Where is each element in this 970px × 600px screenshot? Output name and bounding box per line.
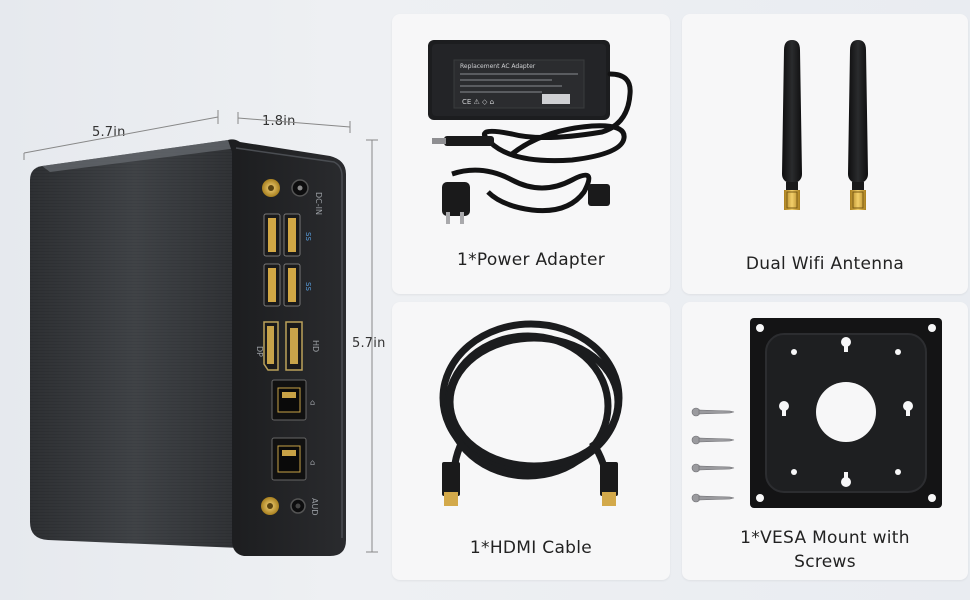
c13-connector (588, 184, 610, 206)
hdmi-cable-image (439, 320, 623, 506)
adapter-barcode (542, 94, 570, 104)
antenna-right (848, 40, 868, 210)
usb-ports-upper (263, 213, 301, 257)
vesa-center-hole (816, 382, 876, 442)
dc-plug (444, 136, 494, 146)
aud-label: AUD (310, 498, 319, 516)
usb-ss-mark-2: SS (304, 282, 312, 291)
hdmi-cable-label: 1*HDMI Cable (469, 538, 593, 558)
hd-label: HD (311, 340, 320, 352)
vesa-mount-card: 1*VESA Mount with Screws (682, 302, 968, 580)
screws (691, 407, 735, 503)
adapter-cert-marks: CE ⚠ ◇ ⌂ (462, 98, 494, 106)
screw-2 (691, 435, 735, 445)
hdmi-connector-left (442, 462, 460, 506)
dc-in-label: DC-IN (314, 192, 323, 215)
screw-4 (691, 493, 735, 503)
hdmi-connector-right (600, 462, 618, 506)
power-adapter-card: Replacement AC Adapter CE ⚠ ◇ ⌂ 1*Power … (392, 14, 670, 294)
usb-ss-mark-1: SS (304, 232, 312, 241)
vesa-plate (750, 318, 942, 508)
lan-icon-2: ⌂ (310, 458, 315, 467)
lan-port-1 (271, 379, 307, 421)
adapter-sticker-title: Replacement AC Adapter (460, 63, 536, 70)
ac-plug (442, 182, 470, 224)
displayport (263, 321, 279, 371)
wifi-antenna-card: Dual Wifi Antenna (682, 14, 968, 294)
hdmi-cable-coil (439, 320, 623, 480)
screw-3 (691, 463, 735, 473)
hdmi-cable-card: 1*HDMI Cable (392, 302, 670, 580)
antenna-left (782, 40, 802, 210)
vesa-mount-image (691, 318, 942, 508)
vesa-mount-label-line2: Screws (794, 552, 856, 572)
hdmi-port (285, 321, 303, 371)
wifi-antenna-image (782, 40, 868, 210)
mini-pc-illustration: DC-IN SS SS (23, 110, 378, 557)
mini-pc-product: 5.7in 1.8in 5.7in (0, 0, 390, 600)
wifi-antenna-label: Dual Wifi Antenna (745, 254, 905, 274)
lan-port-2 (271, 437, 307, 481)
dp-label: DP (255, 346, 264, 357)
power-adapter-label: 1*Power Adapter (456, 250, 606, 270)
screw-1 (691, 407, 735, 417)
usb-ports-lower (263, 263, 301, 307)
vesa-mount-label-line1: 1*VESA Mount with (740, 528, 910, 548)
lan-icon-1: ⌂ (310, 398, 315, 407)
height-dimension-label: 5.7in (352, 336, 386, 351)
power-adapter-image: Replacement AC Adapter CE ⚠ ◇ ⌂ (428, 40, 633, 224)
